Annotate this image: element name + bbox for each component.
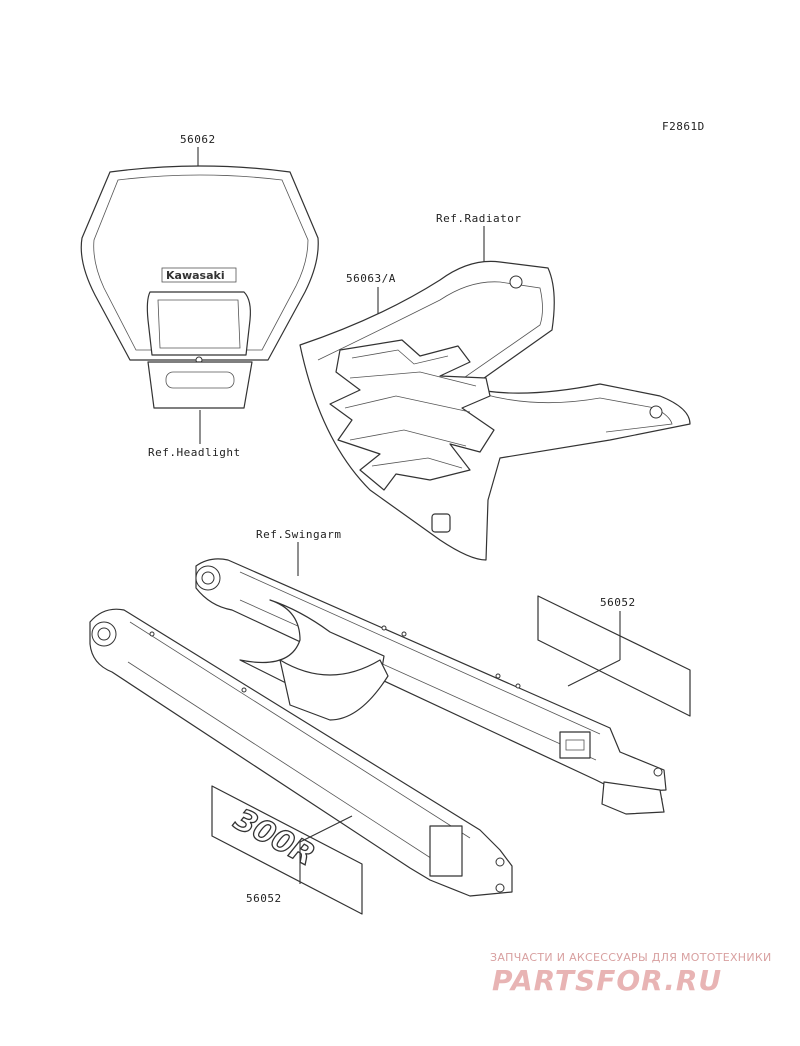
radiator-ref-label[interactable]: Ref.Radiator [436,212,521,225]
swingarm-decal-left-number[interactable]: 56052 [246,892,282,905]
swingarm-decal-right: 56052 [537,595,691,717]
radiator-shroud: Ref.Radiator 56063/A [299,212,691,561]
headlight-decal-number[interactable]: 56062 [180,133,216,146]
figure-code: F2861D [662,120,705,133]
swingarm-decal-left-leader [299,815,353,843]
watermark-logo: PARTSFOR.RU [492,964,723,997]
swingarm-decal-right-number[interactable]: 56052 [600,596,636,609]
radiator-decal-number[interactable]: 56063/A [346,272,396,285]
headlight-ref-label[interactable]: Ref.Headlight [148,446,241,459]
headlight-cowl: 56062 Kawasaki Ref.Headlight [80,133,319,459]
swingarm-ref-label[interactable]: Ref.Swingarm [256,528,341,541]
kawasaki-logo-text: Kawasaki [166,269,225,282]
watermark-tagline: ЗАПЧАСТИ И АКСЕССУАРЫ ДЛЯ МОТОТЕХНИКИ [490,951,772,964]
swingarm: Ref.Swingarm [89,528,667,897]
